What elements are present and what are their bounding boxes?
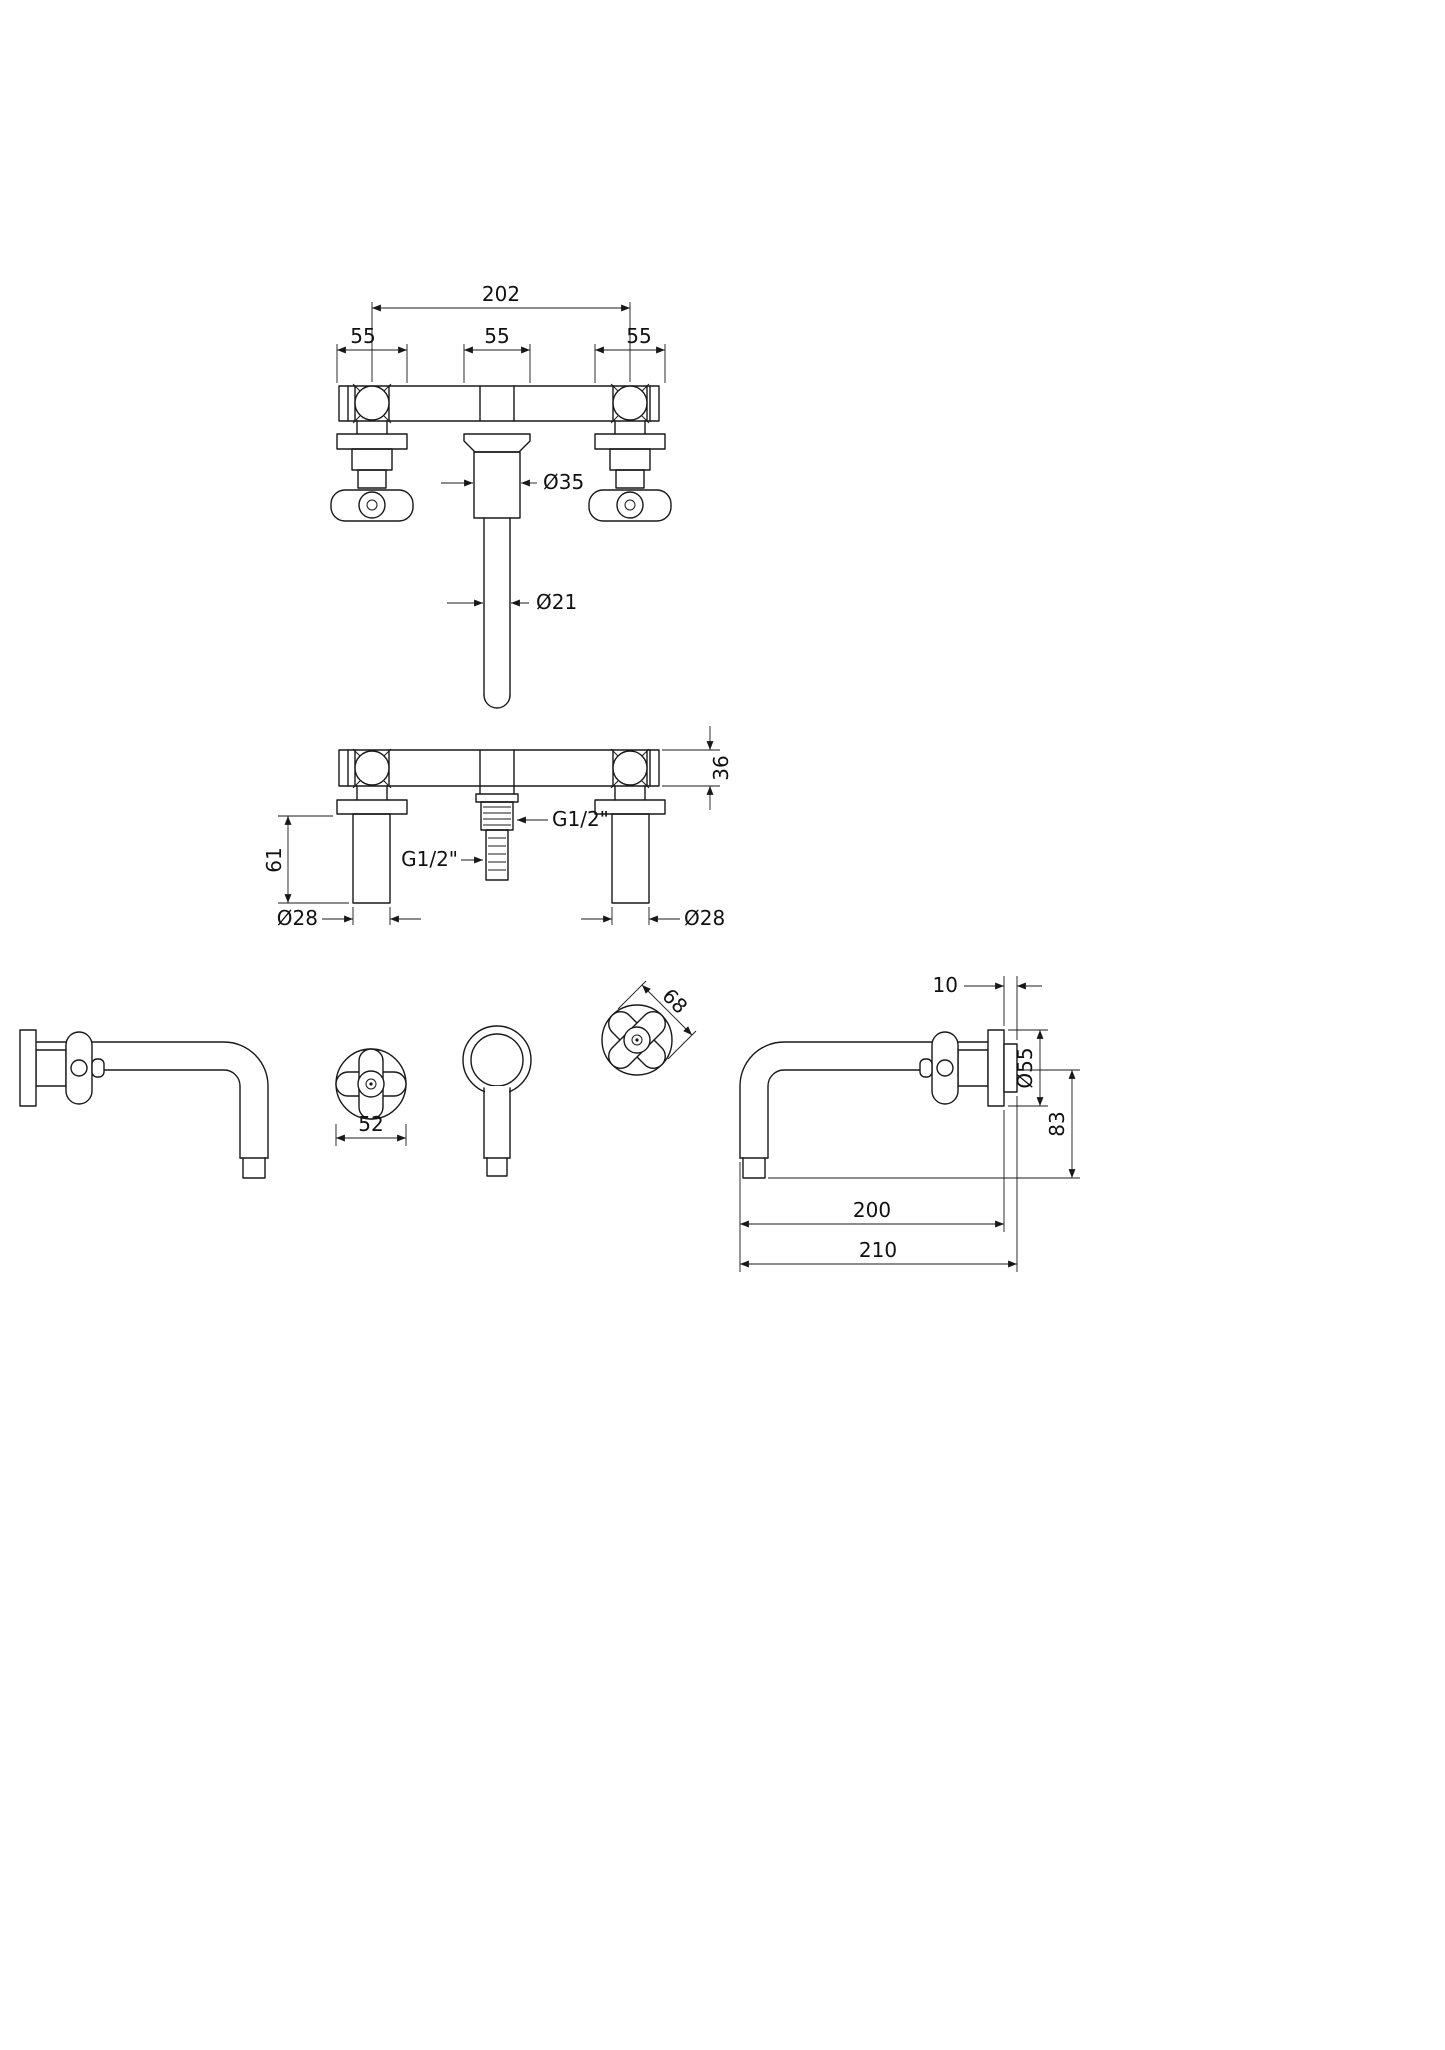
dim-spout-reach: 200: [853, 1198, 891, 1222]
dim-handle-diagonal: 68: [657, 984, 692, 1019]
dim-left-stem-dia: Ø28: [277, 906, 318, 930]
front-manifold-bar: [338, 749, 660, 787]
plan-left-valve-top: [354, 385, 390, 421]
dim-right-stem-dia: Ø28: [684, 906, 725, 930]
front-view: 36 61 Ø28 Ø28 G1/2" G1/2": [262, 726, 733, 930]
handle-front-view: 52: [335, 1048, 407, 1146]
dim-wall-flange-dia: Ø55: [1013, 1047, 1037, 1088]
dim-valve-length: 61: [262, 847, 286, 872]
dim-center-flange: 55: [484, 324, 509, 348]
plan-right-valve: [588, 420, 672, 522]
dim-handle-width: 52: [358, 1112, 383, 1136]
front-center-inlet: [475, 785, 519, 881]
front-right-valve: [594, 785, 666, 904]
handle-width-dimension: 52: [335, 1112, 407, 1146]
side-left-spout: [35, 1041, 269, 1179]
dim-left-flange: 55: [350, 324, 375, 348]
dim-spout-drop: 83: [1045, 1111, 1069, 1136]
dim-wall-plate-thickness: 10: [933, 973, 958, 997]
side-left-wall-plate: [19, 1029, 37, 1107]
front-left-valve: [336, 785, 408, 904]
plan-right-valve-top: [612, 385, 648, 421]
side-right-wall-plate: [987, 1029, 1005, 1107]
front-right-valve-union: [612, 750, 648, 786]
plan-manifold-bar: [338, 385, 660, 422]
side-view-right: 10 Ø55 83 200 210: [739, 973, 1080, 1272]
dim-spout-tube-dia: Ø21: [536, 590, 577, 614]
front-dimensions: 36 61 Ø28 Ø28 G1/2" G1/2": [262, 726, 733, 930]
side-view-left: [19, 1029, 269, 1179]
dim-inlet-thread: G1/2": [401, 847, 458, 871]
dim-overall-width: 202: [482, 282, 520, 306]
plan-left-valve: [330, 420, 414, 522]
plan-view: 202 55 55 55 Ø35 Ø21: [330, 282, 672, 709]
dim-outlet-thread: G1/2": [552, 807, 609, 831]
dim-overall-projection: 210: [859, 1238, 897, 1262]
front-left-valve-union: [354, 750, 390, 786]
side-right-dimensions: 10 Ø55 83 200 210: [739, 973, 1080, 1272]
spout-front-view: [462, 1025, 532, 1177]
side-right-wall-boss: [1003, 1043, 1018, 1093]
side-left-valve-body: [35, 1049, 67, 1087]
dim-spout-base-dia: Ø35: [543, 470, 584, 494]
plan-spout: [463, 433, 531, 709]
handle-diagonal-view: 68: [601, 980, 697, 1076]
dim-right-flange: 55: [626, 324, 651, 348]
spout-flange-outer: [462, 1025, 532, 1095]
plan-dimensions: 202 55 55 55 Ø35 Ø21: [336, 282, 666, 614]
spout-flange-inner: [470, 1033, 524, 1087]
handle-diagonal-ring: [601, 1004, 673, 1076]
side-left-handle: [65, 1031, 105, 1105]
side-right-valve-body: [957, 1049, 989, 1087]
side-right-handle: [919, 1031, 959, 1105]
dim-body-height: 36: [709, 755, 733, 780]
side-right-spout: [739, 1041, 989, 1179]
